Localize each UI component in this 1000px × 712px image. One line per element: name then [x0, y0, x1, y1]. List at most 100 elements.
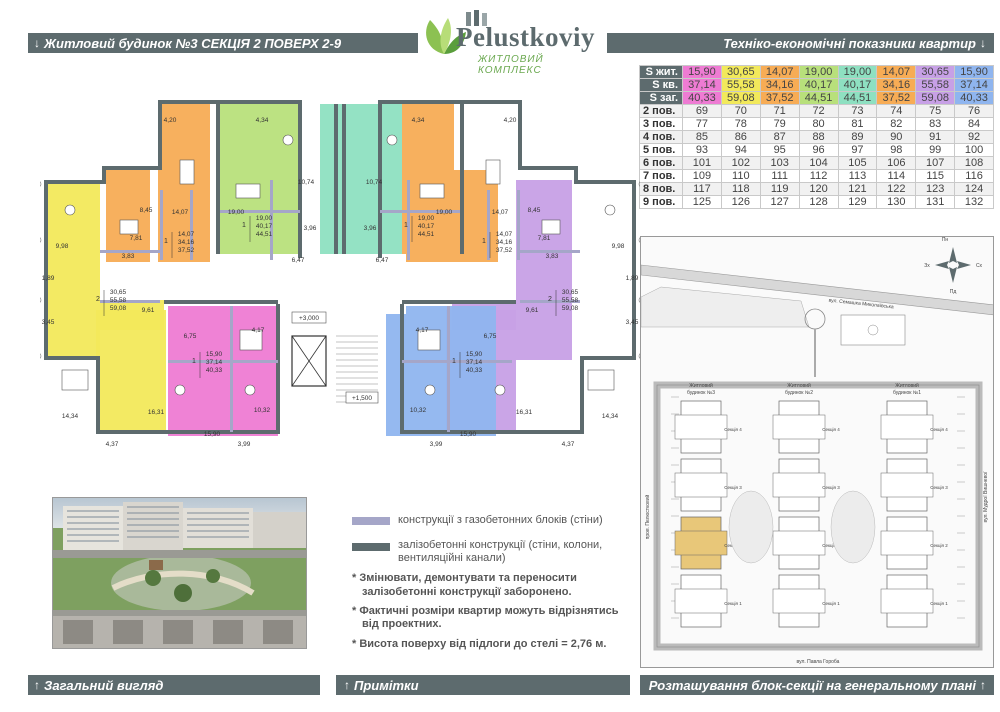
- room-area-label: 4,17: [252, 327, 265, 334]
- reinforced-concrete-wall: [632, 180, 636, 360]
- room-area-label: 9,61: [142, 307, 155, 314]
- bed-icon: [239, 329, 263, 351]
- building-label-line2: будинок №3: [687, 390, 715, 396]
- apartment-number-cell: 78: [720, 117, 761, 131]
- compass-w: Зх: [924, 263, 930, 269]
- area-cell: 37,52: [876, 91, 917, 105]
- logo-name: Pelustkoviy: [456, 22, 596, 52]
- table-icon: [386, 134, 398, 146]
- room-area-label: 16,31: [148, 409, 165, 416]
- table-icon: [494, 384, 506, 396]
- apartment-zone: [516, 180, 572, 360]
- area-cell: 40,17: [837, 78, 878, 92]
- apartment-number-cell: 131: [915, 195, 956, 209]
- room-count: 1: [164, 238, 168, 245]
- apartment-number-cell: 103: [759, 156, 800, 170]
- aerated-concrete-wall: [270, 180, 273, 260]
- room-area-label: 3,83: [546, 253, 559, 260]
- room-area-label: 19,00: [228, 209, 245, 216]
- compass-arrow-w: [935, 261, 949, 269]
- area-cell: 19,00: [837, 65, 878, 79]
- apartment-number-cell: 92: [954, 130, 994, 144]
- reinforced-concrete-wall: [460, 104, 464, 254]
- apartment-number-cell: 116: [954, 169, 994, 183]
- apartment-number-cell: 107: [915, 156, 956, 170]
- table-icon: [244, 384, 256, 396]
- floor-label: 8 пов.: [639, 182, 683, 196]
- courtyard-2: [830, 490, 876, 564]
- area-cell: 30,65: [720, 65, 761, 79]
- room-area-label: 4,17: [416, 327, 429, 334]
- room-count: 2: [96, 296, 100, 303]
- sports-field: [840, 314, 906, 346]
- apartment-number-cell: 93: [682, 143, 722, 157]
- table-icon: [424, 384, 436, 396]
- room-area-label: 7,81: [538, 235, 551, 242]
- compass-arrow-e: [957, 261, 971, 269]
- room-area-label: 3,99: [430, 441, 443, 448]
- room-area-label: 1,89: [42, 275, 55, 282]
- table-icon: [174, 384, 186, 396]
- area-cell: 59,08: [720, 91, 761, 105]
- arrow-down-icon: ↓: [34, 36, 40, 50]
- room-area-label: 4,34: [412, 117, 425, 124]
- general-view-title: Загальний вигляд: [44, 677, 164, 693]
- floor-label: 2 пов.: [639, 104, 683, 118]
- reinforced-concrete-wall: [102, 166, 158, 170]
- area-cell: 37,14: [682, 78, 722, 92]
- section-label: Секція 3: [724, 485, 742, 490]
- aerated-concrete-wall: [520, 300, 580, 303]
- note-3: * Висота поверху від підлоги до стелі = …: [352, 638, 607, 650]
- axis-circle: [638, 181, 640, 187]
- arrow-up-icon: ↑: [34, 678, 40, 692]
- street-bottom: вул. Павла Гороба: [797, 659, 840, 665]
- apartment-number-cell: 95: [759, 143, 800, 157]
- reinforced-concrete-wall: [580, 356, 584, 432]
- level-mark-top: +3,000: [299, 315, 319, 322]
- legend-reinforced-concrete-line2: вентиляційні канали): [398, 552, 506, 564]
- area-value: 15,90: [466, 351, 483, 358]
- apartment-zone: [320, 104, 402, 254]
- apartment-number-cell: 121: [837, 182, 878, 196]
- room-area-label: 8,45: [528, 207, 541, 214]
- footer-right-banner: Розташування блок-секції на генеральному…: [640, 675, 994, 695]
- area-value: 37,52: [496, 247, 513, 254]
- logo: Pelustkoviy ЖИТЛОВИЙ КОМПЛЕКС: [420, 8, 610, 76]
- apartment-number-cell: 122: [876, 182, 917, 196]
- room-area-label: 4,37: [106, 441, 119, 448]
- room-area-label: 19,00: [436, 209, 453, 216]
- apartment-number-cell: 110: [720, 169, 761, 183]
- room-area-label: 3,83: [122, 253, 135, 260]
- compass-e: Сх: [976, 263, 983, 269]
- compass-s: Пд: [950, 289, 957, 295]
- roundabout: [804, 308, 826, 330]
- area-value: 30,65: [110, 289, 127, 296]
- apartment-zone: [402, 104, 454, 262]
- bed-icon: [235, 183, 261, 199]
- section-wing: [772, 414, 826, 440]
- room-area-label: 14,07: [492, 209, 509, 216]
- apartment-number-cell: 105: [837, 156, 878, 170]
- area-cell: 40,17: [798, 78, 839, 92]
- room-area-label: 14,34: [62, 413, 79, 420]
- area-cell: 34,16: [876, 78, 917, 92]
- bed-icon: [587, 369, 615, 391]
- aerated-concrete-wall: [160, 190, 163, 260]
- area-value: 40,17: [256, 223, 273, 230]
- room-area-label: 4,37: [562, 441, 575, 448]
- area-value: 59,08: [562, 305, 579, 312]
- reinforced-concrete-wall: [378, 100, 522, 104]
- apartment-number-cell: 77: [682, 117, 722, 131]
- apartment-number-cell: 115: [915, 169, 956, 183]
- apartment-number-cell: 98: [876, 143, 917, 157]
- reinforced-concrete-wall: [164, 300, 278, 304]
